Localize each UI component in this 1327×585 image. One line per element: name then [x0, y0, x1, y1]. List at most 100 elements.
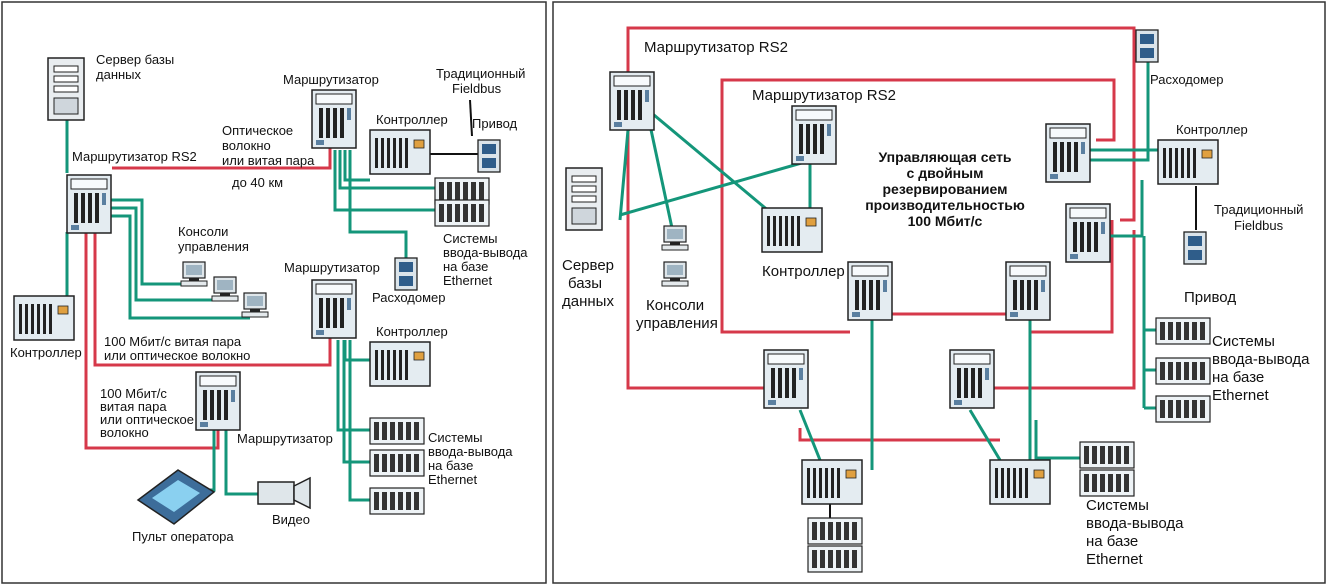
left-router-mid-icon: [311, 279, 357, 339]
left-controller-mid-label: Контроллер: [376, 324, 448, 339]
right-flowmeter-label: Расходомер: [1150, 72, 1223, 87]
left-router-mid-label: Маршрутизатор: [284, 260, 380, 275]
left-video-label: Видео: [272, 512, 310, 527]
right-router-console-link: [648, 124, 674, 229]
left-flowmeter-icon: [394, 257, 418, 291]
left-distance-label: до 40 км: [232, 175, 283, 190]
right-bottom-router2-ctrl-link: [968, 409, 1002, 461]
left-console-icon-3: [241, 292, 269, 318]
right-inner-ring-2: [720, 78, 1116, 142]
left-router-bottom-icon: [195, 371, 241, 431]
right-router-bottom-left-icon: [763, 349, 809, 409]
left-controller-left-icon: [13, 295, 75, 341]
left-top-router-flow-link: [348, 150, 408, 262]
left-operator-label: Пульт оператора: [132, 529, 234, 544]
right-router-mid-left-icon: [847, 261, 893, 321]
left-io-bottom-icon-1: [369, 417, 425, 445]
left-top-router-ctrl-link: [343, 150, 370, 182]
right-flowmeter-icon: [1135, 29, 1159, 63]
right-console-icon-2: [661, 261, 689, 287]
left-controller-top-icon: [369, 129, 431, 175]
right-controller-center-icon: [761, 207, 823, 253]
left-io-bottom-icon-2: [369, 449, 425, 477]
left-video-link: [224, 428, 258, 496]
right-outer-ring-4: [798, 428, 1000, 442]
left-router-bottom-label: Маршрутизатор: [237, 431, 333, 446]
left-controller-left-label: Контроллер: [10, 345, 82, 360]
left-top-router-io-link: [333, 150, 435, 212]
left-io-bottom-icon-3: [369, 487, 425, 515]
right-controller-right-label: Контроллер: [1176, 122, 1248, 137]
left-mid-router-io-link-1: [336, 340, 372, 432]
left-router-rs2-icon: [66, 174, 112, 234]
right-controller-bottom-left-icon: [801, 459, 863, 505]
left-mid-router-io-link-2: [342, 340, 372, 464]
right-controller-bottom-right-icon: [989, 459, 1051, 505]
left-controller-mid-icon: [369, 341, 431, 387]
right-db-server-icon: [565, 167, 603, 231]
right-router-right-top-icon: [1045, 123, 1091, 183]
right-outer-ring: [626, 26, 1136, 222]
left-drive-icon: [477, 139, 501, 173]
left-100mbit-link-b-red: [84, 232, 220, 450]
right-router-rs2-outer-icon: [609, 71, 655, 131]
left-console-link-1: [110, 198, 190, 286]
left-video-camera-icon: [257, 476, 311, 510]
right-io-bottom-link: [1034, 420, 1080, 460]
right-io-bottom-icon-3: [807, 517, 863, 545]
right-drive-label: Привод: [1184, 289, 1236, 306]
right-inner-ring-3: [1030, 220, 1114, 334]
left-flowmeter-label: Расходомер: [372, 290, 445, 305]
left-router-rs2-label: Маршрутизатор RS2: [72, 149, 197, 164]
left-router-top-icon: [311, 89, 357, 149]
right-router-mid-right-icon: [1005, 261, 1051, 321]
left-console-icon-2: [211, 276, 239, 302]
right-io-bottom-icon-1: [1079, 441, 1135, 469]
left-console-link-3: [110, 214, 250, 320]
left-router-top-label: Маршрутизатор: [283, 72, 379, 87]
left-controller-top-label: Контроллер: [376, 112, 448, 127]
right-router-rs2-inner-label: Маршрутизатор RS2: [752, 87, 896, 104]
right-bottom-router-ctrl-link: [798, 409, 822, 461]
right-io-bottom-icon-4: [807, 545, 863, 573]
right-router-rs2-outer-label: Маршрутизатор RS2: [644, 39, 788, 56]
right-outer-ring-2: [626, 120, 784, 390]
right-outer-ring-3: [974, 230, 1136, 390]
right-server-link-2: [619, 158, 813, 217]
right-controller-right-icon: [1157, 139, 1219, 185]
right-controller-center-label: Контроллер: [762, 263, 845, 280]
right-io-right-icon-2: [1155, 357, 1211, 385]
right-io-bottom-icon-2: [1079, 469, 1135, 497]
left-rs2-uplink-red: [112, 140, 332, 170]
right-router-right-flow-link: [1090, 54, 1150, 162]
left-console-icon-1: [180, 261, 208, 287]
right-drive-icon: [1183, 231, 1207, 265]
right-router-right-mid-icon: [1065, 203, 1111, 263]
right-router-ctrl-link: [647, 108, 771, 214]
left-io-top-icon-2: [434, 199, 490, 227]
left-console-link-2: [110, 206, 222, 302]
left-fieldbus-leader: [469, 99, 473, 137]
left-drive-label: Привод: [472, 116, 518, 131]
left-mid-router-io-link-3: [348, 340, 372, 502]
left-operator-panel-icon: [136, 469, 216, 525]
right-console-icon-1: [661, 225, 689, 251]
left-db-server-icon: [47, 57, 85, 121]
right-router-bottom-right-icon: [949, 349, 995, 409]
right-io-right-icon-1: [1155, 317, 1211, 345]
right-io-right-icon-3: [1155, 395, 1211, 423]
